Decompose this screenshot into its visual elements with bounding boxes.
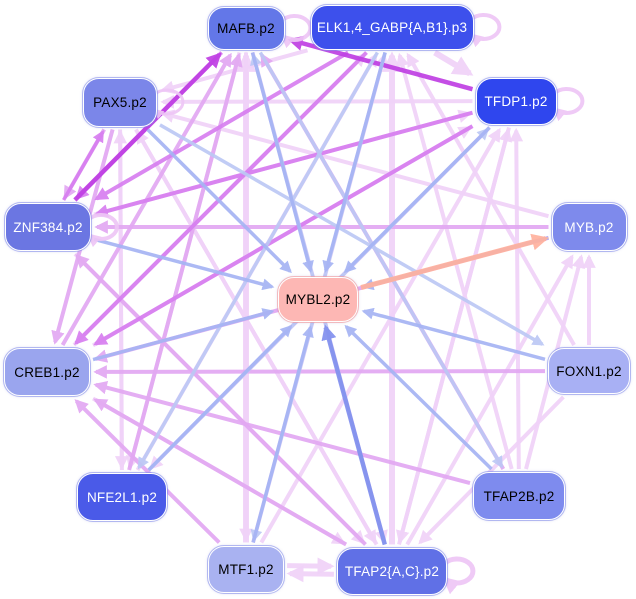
edge-ELK-TFDP1 <box>433 49 474 77</box>
node-label: CREB1.p2 <box>14 364 80 380</box>
node-creb1[interactable]: CREB1.p2 <box>3 347 91 397</box>
edge-TFAP2AC-CREB1 <box>93 398 348 547</box>
edge-NFE2L1-MYBL2 <box>147 324 293 472</box>
edge-MTF1-TFDP1 <box>259 127 501 544</box>
edge-TFAP2B-TFDP1 <box>509 127 524 470</box>
node-mybl2[interactable]: MYBL2.p2 <box>277 275 359 323</box>
self-loop-ELK <box>469 13 502 48</box>
node-tfap2b[interactable]: TFAP2B.p2 <box>472 471 566 521</box>
node-elk[interactable]: ELK1,4_GABP{A,B1}.p3 <box>309 3 475 51</box>
node-label: PAX5.p2 <box>93 94 147 110</box>
edge-TFAP2B-MYBL2 <box>344 324 493 471</box>
edge-ELK-CREB1 <box>74 51 368 345</box>
node-foxn1[interactable]: FOXN1.p2 <box>547 347 631 395</box>
edge-TFDP1-ZNF384 <box>94 110 474 218</box>
edge-ELK-NFE2L1 <box>137 51 379 470</box>
node-nfe2l1[interactable]: NFE2L1.p2 <box>76 472 168 522</box>
node-pax5[interactable]: PAX5.p2 <box>82 76 158 128</box>
node-mtf1[interactable]: MTF1.p2 <box>207 544 285 594</box>
edge-MAFB-TFAP2B <box>258 51 504 469</box>
edge-TFDP1-MYBL2 <box>343 126 491 274</box>
self-loop-ZNF384 <box>86 213 119 248</box>
edge-TFAP2AC-MTF1 <box>286 565 334 583</box>
edge-MTF1-TFAP2AC <box>287 557 335 575</box>
edge-TFAP2AC-MYBL2 <box>321 324 387 546</box>
self-loop-PAX5 <box>153 88 185 120</box>
edge-TFAP2AC-ZNF384 <box>75 254 367 546</box>
self-loop-TFDP1 <box>552 87 585 122</box>
edge-CREB1-MYBL2 <box>92 308 275 362</box>
edge-MAFB-MYBL2 <box>250 52 314 273</box>
node-label: FOXN1.p2 <box>556 363 622 379</box>
node-label: NFE2L1.p2 <box>86 489 158 505</box>
node-label: ELK1,4_GABP{A,B1}.p3 <box>316 19 468 35</box>
node-myb[interactable]: MYB.p2 <box>550 202 628 252</box>
edge-FOXN1-MYBL2 <box>361 307 546 361</box>
node-label: ZNF384.p2 <box>13 219 83 235</box>
node-label: MYB.p2 <box>564 219 614 235</box>
node-label: MTF1.p2 <box>218 561 274 577</box>
edge-ELK-ZNF384 <box>94 50 350 201</box>
node-label: TFAP2B.p2 <box>483 488 555 504</box>
node-label: TFDP1.p2 <box>484 93 548 109</box>
node-znf384[interactable]: ZNF384.p2 <box>4 202 92 252</box>
edge-PAX5-TFAP2AC <box>134 128 377 545</box>
edge-ZNF384-MAFB <box>73 52 222 202</box>
node-tfap2ac[interactable]: TFAP2{A,C}.p2 <box>336 546 448 596</box>
node-tfdp1[interactable]: TFDP1.p2 <box>474 76 558 126</box>
edge-ZNF384-PAX5 <box>62 130 105 201</box>
edge-ZNF384-MYBL2 <box>93 237 275 291</box>
node-label: MAFB.p2 <box>217 20 275 36</box>
self-loop-MAFB <box>280 14 313 49</box>
edge-TFAP2AC-MYB <box>405 254 574 546</box>
node-mafb[interactable]: MAFB.p2 <box>206 5 286 51</box>
edge-TFDP1-CREB1 <box>93 124 474 346</box>
edge-ELK-MYBL2 <box>322 52 387 273</box>
edge-MYBL2-MYB <box>360 233 549 291</box>
edge-FOXN1-TFAP2AC <box>418 395 565 545</box>
edge-PAX5-FOXN1 <box>159 123 545 346</box>
node-label: MYBL2.p2 <box>285 291 351 307</box>
edge-MTF1-MYBL2 <box>251 325 314 543</box>
self-loop-TFAP2AC <box>442 556 476 595</box>
node-label: TFAP2{A,C}.p2 <box>344 563 440 579</box>
edge-PAX5-MYBL2 <box>146 128 292 274</box>
edge-FOXN1-CREB1 <box>93 365 546 379</box>
edge-MTF1-CREB1 <box>74 399 221 544</box>
